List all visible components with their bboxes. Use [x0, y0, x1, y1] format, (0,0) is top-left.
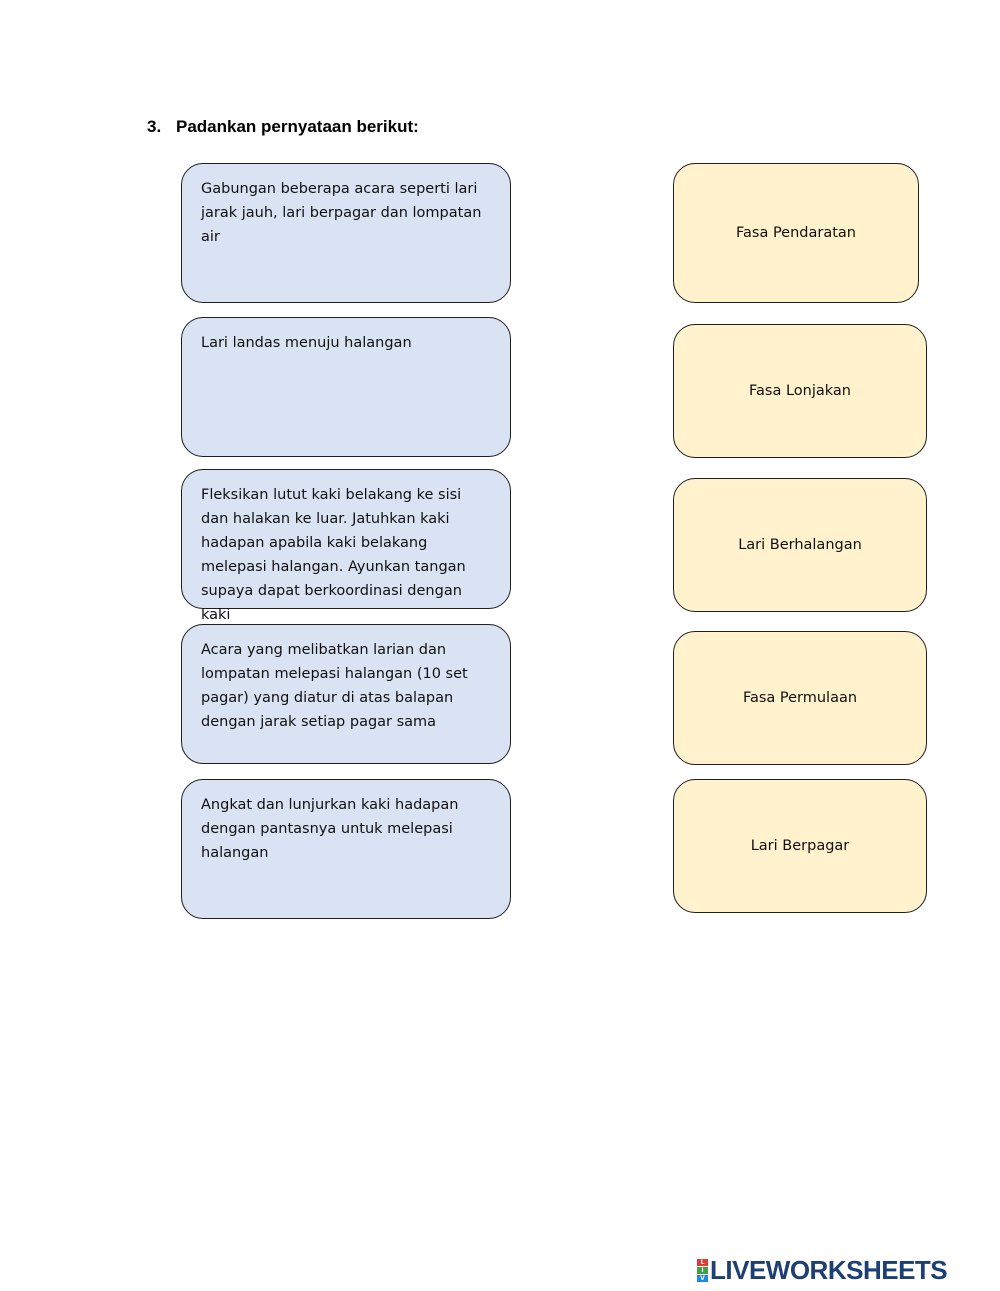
liveworksheets-logo: L I V LIVEWORKSHEETS [697, 1254, 948, 1285]
answer-box-1[interactable]: Fasa Pendaratan [673, 163, 919, 303]
statement-text: Acara yang melibatkan larian dan lompata… [201, 642, 468, 730]
question-number: 3. [147, 117, 162, 136]
answer-text: Lari Berpagar [750, 838, 850, 854]
question-text: Padankan pernyataan berikut: [176, 117, 419, 136]
answer-text: Fasa Permulaan [742, 690, 858, 706]
answer-box-5[interactable]: Lari Berpagar [673, 779, 927, 913]
statement-text: Lari landas menuju halangan [201, 335, 412, 351]
answer-box-3[interactable]: Lari Berhalangan [673, 478, 927, 612]
statement-text: Gabungan beberapa acara seperti lari jar… [201, 181, 482, 245]
answer-text: Lari Berhalangan [738, 537, 862, 553]
answer-box-2[interactable]: Fasa Lonjakan [673, 324, 927, 458]
logo-text: LIVEWORKSHEETS [710, 1254, 948, 1285]
statement-box-5[interactable]: Angkat dan lunjurkan kaki hadapan dengan… [181, 779, 511, 919]
answer-text: Fasa Pendaratan [736, 225, 856, 241]
statement-box-3[interactable]: Fleksikan lutut kaki belakang ke sisi da… [181, 469, 511, 623]
statement-box-4[interactable]: Acara yang melibatkan larian dan lompata… [181, 624, 511, 764]
statement-box-1[interactable]: Gabungan beberapa acara seperti lari jar… [181, 163, 511, 303]
statement-text: Angkat dan lunjurkan kaki hadapan dengan… [201, 797, 459, 861]
statement-text: Fleksikan lutut kaki belakang ke sisi da… [201, 487, 466, 623]
answer-text: Fasa Lonjakan [749, 383, 851, 399]
statement-box-2[interactable]: Lari landas menuju halangan [181, 317, 511, 457]
question-heading: 3. Padankan pernyataan berikut: [147, 117, 419, 137]
answer-box-4[interactable]: Fasa Permulaan [673, 631, 927, 765]
live-logo-icon: L I V [697, 1258, 708, 1282]
